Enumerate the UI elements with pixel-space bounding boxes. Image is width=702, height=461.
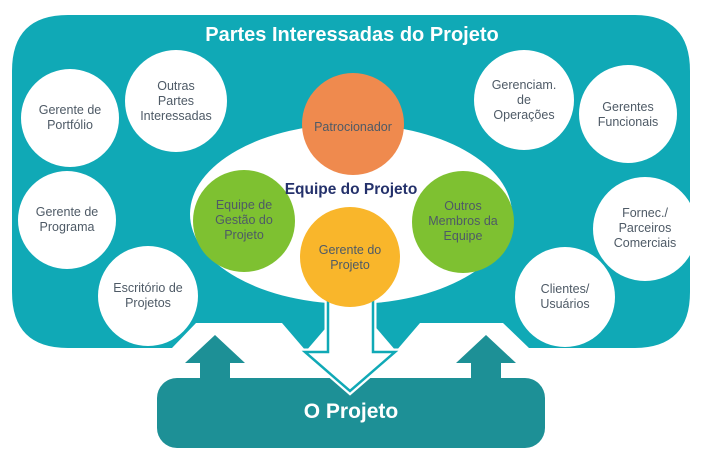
management-team-circle <box>193 170 295 272</box>
project-box-shape <box>157 378 545 448</box>
customers-users-label: Clientes/ Usuários <box>540 282 590 311</box>
portfolio-manager-circle <box>21 69 119 167</box>
sponsor-label: Patrocionador <box>314 120 392 134</box>
pmo-label: Escritório de Projetos <box>113 281 183 310</box>
up-arrow-left <box>185 335 245 382</box>
sponsor-circle <box>302 73 404 175</box>
portfolio-manager-label: Gerente de Portfólio <box>38 103 102 132</box>
other-stakeholders-label: Outras Partes Interessadas <box>140 79 212 123</box>
other-stakeholders-circle <box>125 50 227 152</box>
management-team-label: Equipe de Gestão do Projeto <box>215 198 273 242</box>
other-members-circle <box>412 171 514 273</box>
program-manager-label: Gerente de Programa <box>35 205 99 234</box>
diagram-title: Partes Interessadas do Projeto <box>205 24 499 46</box>
functional-managers-circle <box>579 65 677 163</box>
project-manager-label: Gerente do Projeto <box>318 243 382 272</box>
project-team-heading: Equipe do Projeto <box>284 181 418 198</box>
project-manager-circle <box>300 207 400 307</box>
functional-managers-label: Gerentes Funcionais <box>597 100 659 129</box>
operations-management-label: Gerenciam. de Operações <box>491 78 557 122</box>
suppliers-partners-circle <box>593 177 697 281</box>
project-box-label: O Projeto <box>303 400 399 423</box>
pmo-circle <box>98 246 198 346</box>
up-arrow-right <box>456 335 516 382</box>
other-members-label: Outros Membros da Equipe <box>428 199 498 243</box>
customers-users-circle <box>515 247 615 347</box>
suppliers-partners-label: Fornec./ Parceiros Comerciais <box>613 206 677 250</box>
operations-management-circle <box>474 50 574 150</box>
program-manager-circle <box>18 171 116 269</box>
